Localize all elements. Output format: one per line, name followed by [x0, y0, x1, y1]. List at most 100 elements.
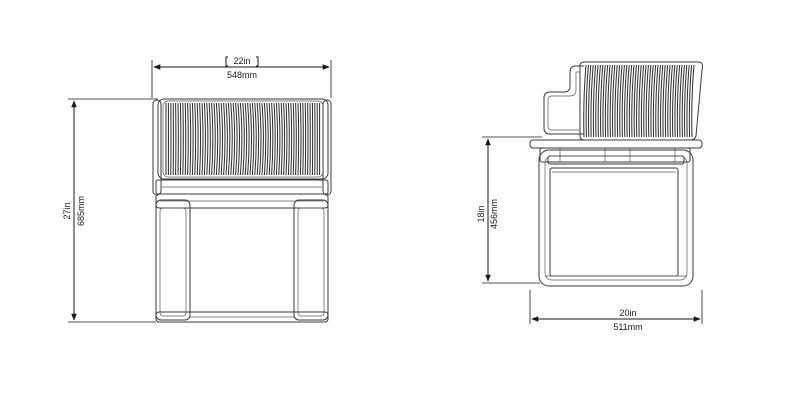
rope-strand	[225, 102, 228, 176]
rope-strand	[679, 64, 683, 138]
rope-strand	[215, 102, 219, 176]
side-height-inches: 18in	[476, 205, 486, 222]
rope-strand	[259, 102, 262, 176]
rope-strand	[203, 102, 206, 176]
rope-strand	[664, 64, 669, 138]
front-view: 22in 548mm 27in 685mm	[62, 56, 332, 323]
side-weave-pattern	[583, 64, 695, 138]
front-height-mm: 685mm	[76, 196, 86, 226]
rope-strand	[688, 64, 693, 138]
front-width-inches: 22in	[233, 56, 250, 66]
rope-strand	[230, 102, 233, 176]
rope-strand	[638, 64, 642, 138]
rope-strand	[283, 102, 286, 176]
rope-strand	[633, 64, 637, 138]
rope-strand	[628, 64, 633, 138]
rope-strand	[249, 102, 252, 176]
rope-strand	[652, 64, 657, 138]
rope-strand	[662, 64, 666, 138]
side-height-mm: 456mm	[489, 199, 499, 229]
rope-strand	[667, 64, 671, 138]
rope-strand	[273, 102, 276, 176]
rope-strand	[232, 102, 236, 176]
rope-strand	[211, 102, 214, 176]
rope-strand	[612, 64, 616, 138]
rope-strand	[645, 64, 649, 138]
rope-strand	[263, 102, 267, 176]
rope-strand	[280, 102, 283, 176]
rope-strand	[218, 102, 221, 176]
side-depth-mm: 511mm	[613, 322, 642, 332]
rope-strand	[669, 64, 673, 138]
rope-strand	[182, 102, 184, 176]
rope-strand	[672, 64, 676, 138]
rope-strand	[227, 102, 231, 176]
rope-strand	[616, 64, 621, 138]
rope-strand	[244, 102, 248, 176]
rope-strand	[223, 102, 226, 176]
rope-strand	[287, 102, 290, 176]
rope-strand	[592, 64, 597, 138]
side-depth-dimension: 20in 511mm	[529, 290, 703, 332]
rope-strand	[624, 64, 628, 138]
rope-strand	[254, 102, 257, 176]
rope-strand	[299, 102, 302, 176]
front-width-mm: 548mm	[227, 70, 257, 80]
rope-strand	[660, 64, 664, 138]
rope-strand	[199, 102, 202, 176]
rope-strand	[626, 64, 630, 138]
front-height-inches: 27in	[62, 202, 72, 219]
front-frame	[152, 99, 332, 323]
rope-strand	[213, 102, 216, 176]
rope-strand	[292, 102, 295, 176]
rope-strand	[187, 102, 189, 176]
rope-strand	[208, 102, 211, 176]
rope-strand	[239, 102, 243, 176]
rope-strand	[607, 64, 611, 138]
rope-strand	[285, 102, 288, 176]
rope-strand	[602, 64, 606, 138]
side-backrest	[543, 61, 703, 141]
rope-strand	[597, 64, 601, 138]
rope-strand	[640, 64, 645, 138]
rope-strand	[643, 64, 647, 138]
rope-strand	[278, 102, 281, 176]
rope-strand	[266, 102, 269, 176]
rope-strand	[609, 64, 613, 138]
rope-strand	[196, 102, 199, 176]
rope-strand	[297, 102, 300, 176]
rope-strand	[275, 102, 279, 176]
rope-strand	[676, 64, 681, 138]
rope-strand	[194, 102, 197, 176]
rope-strand	[684, 64, 688, 138]
rope-strand	[247, 102, 250, 176]
front-backrest	[157, 98, 329, 180]
rope-strand	[691, 64, 695, 138]
rope-strand	[621, 64, 625, 138]
rope-strand	[636, 64, 640, 138]
side-depth-inches: 20in	[619, 308, 636, 318]
rope-strand	[268, 102, 271, 176]
rope-strand	[619, 64, 623, 138]
rope-strand	[184, 102, 187, 176]
rope-strand	[256, 102, 260, 176]
rope-strand	[290, 102, 293, 176]
rope-strand	[302, 102, 304, 176]
front-height-dimension: 27in 685mm	[62, 98, 158, 323]
rope-strand	[189, 102, 192, 176]
front-weave-pattern	[165, 102, 321, 176]
rope-strand	[220, 102, 224, 176]
rope-strand	[657, 64, 661, 138]
rope-strand	[590, 64, 594, 138]
rope-strand	[235, 102, 238, 176]
rope-strand	[201, 102, 204, 176]
rope-strand	[237, 102, 240, 176]
rope-strand	[191, 102, 194, 176]
rope-strand	[206, 102, 209, 176]
rope-strand	[686, 64, 690, 138]
rope-strand	[588, 64, 592, 138]
rope-strand	[585, 64, 589, 138]
side-height-dimension: 18in 456mm	[476, 136, 542, 284]
rope-strand	[674, 64, 678, 138]
